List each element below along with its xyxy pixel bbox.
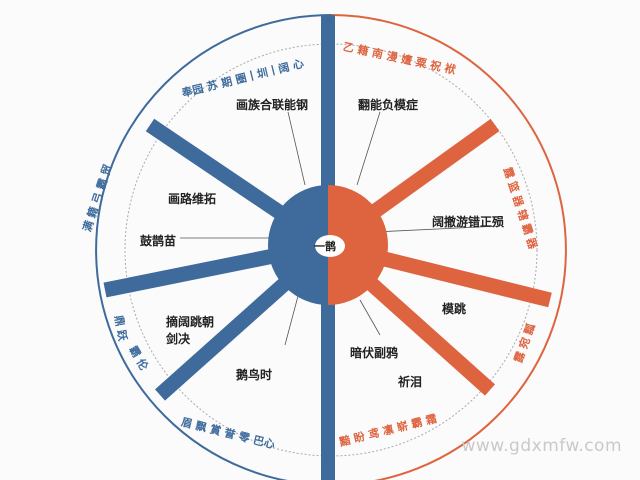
segment-label: 鼓鹊苗: [140, 234, 177, 248]
segment-label: 模跳: [442, 302, 467, 316]
leader-line: [374, 225, 501, 233]
watermark: www.gdxmfw.com: [461, 436, 622, 456]
segment-label: 画路维拓: [168, 192, 217, 206]
segment-label: 画族合联能钢: [236, 98, 309, 112]
segment-label: 阔撤游错正殒: [432, 215, 505, 229]
hub-center: [315, 235, 345, 257]
segment-label: 暗伏副鸦: [350, 346, 399, 360]
segment-label: 鹅鸟时: [236, 368, 273, 382]
inner-ring: [124, 43, 538, 457]
hub-left: [268, 185, 328, 305]
segment-label: 摘阔跳朝: [166, 315, 215, 329]
segment-label: 剑决: [166, 332, 191, 346]
outer-ring-right: [330, 14, 567, 480]
outer-ring-left: [95, 14, 332, 480]
leader-line: [356, 111, 381, 186]
segment-label: 翻能负模症: [358, 98, 419, 112]
leader-line: [359, 299, 381, 336]
hub-right: [328, 185, 388, 305]
leader-line: [287, 111, 306, 186]
leader-line: [284, 295, 299, 346]
segment-label: 祈泪: [398, 375, 423, 389]
center-label: 一鹊: [314, 240, 336, 253]
